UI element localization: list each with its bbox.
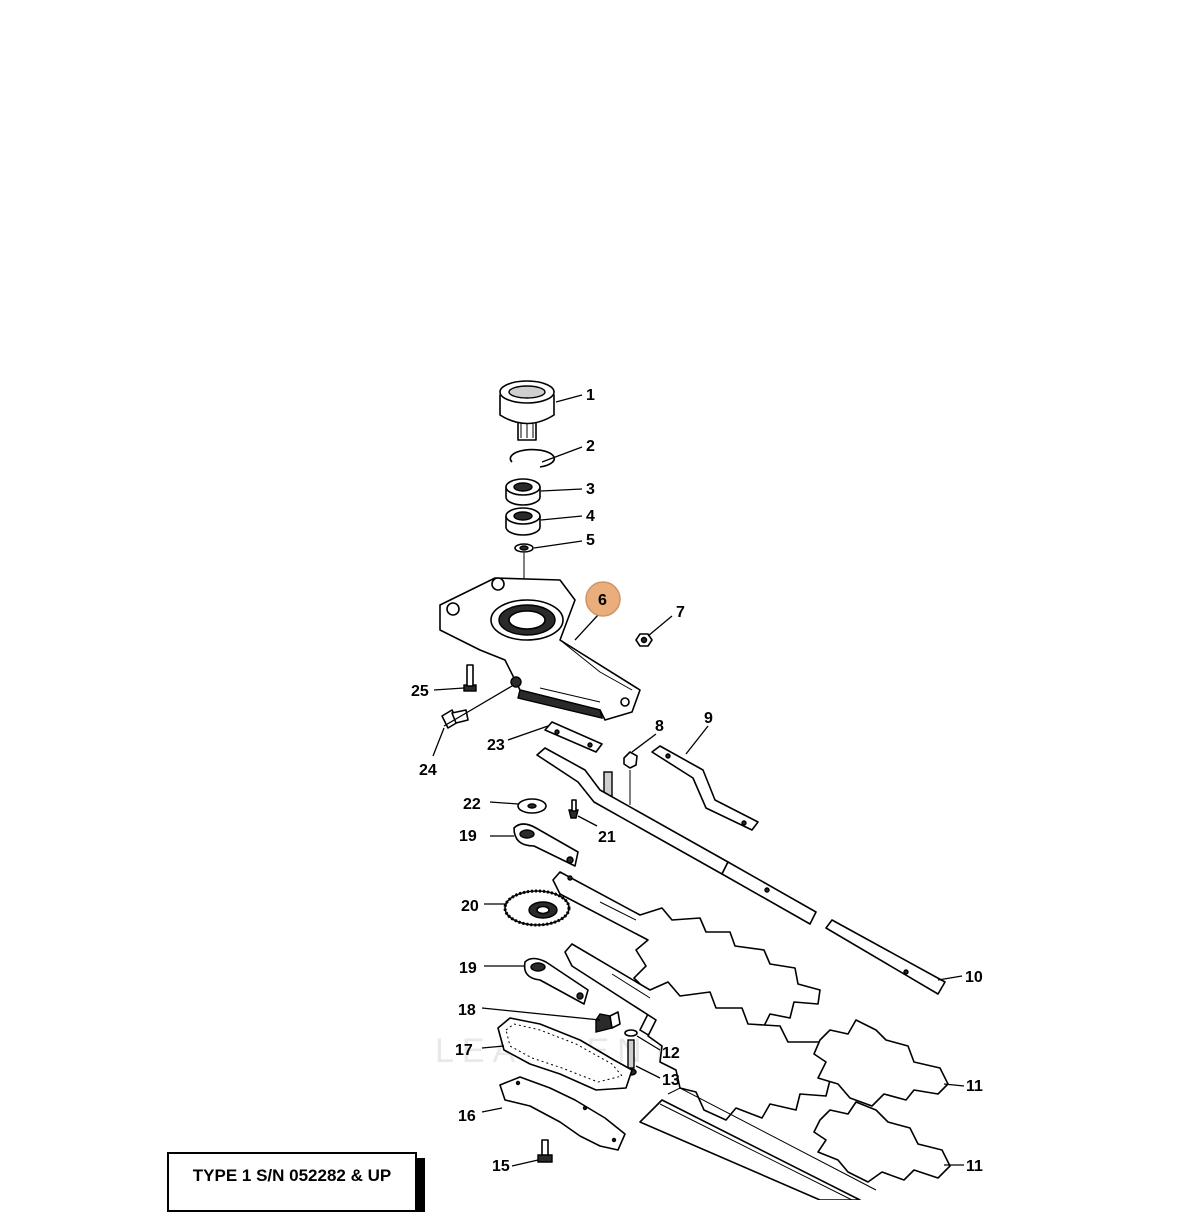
part-7-nut[interactable]: [635, 633, 653, 647]
callout-11-lower[interactable]: 11: [966, 1158, 983, 1175]
callout-15[interactable]: 15: [492, 1158, 510, 1175]
part-3-bearing[interactable]: [505, 478, 541, 506]
part-15-screw[interactable]: [537, 1139, 553, 1163]
part-1-pinion[interactable]: [499, 380, 555, 441]
callout-7[interactable]: 7: [676, 604, 685, 621]
callout-6[interactable]: 6: [598, 592, 607, 609]
callout-11-upper[interactable]: 11: [966, 1078, 983, 1095]
callout-16[interactable]: 16: [458, 1108, 476, 1125]
callout-2[interactable]: 2: [586, 438, 595, 455]
part-11-blade-lower[interactable]: [813, 1101, 951, 1183]
part-23-plate[interactable]: [544, 721, 603, 753]
part-2-circlip[interactable]: [509, 448, 556, 468]
part-5-washer[interactable]: [514, 543, 534, 553]
callout-3[interactable]: 3: [586, 481, 595, 498]
part-9-bracket[interactable]: [651, 745, 759, 831]
callout-20[interactable]: 20: [461, 898, 479, 915]
callout-13[interactable]: 13: [662, 1072, 680, 1089]
part-17-gasket[interactable]: [497, 1017, 633, 1091]
callout-19-upper[interactable]: 19: [459, 828, 477, 845]
part-8-nut-stud[interactable]: [603, 751, 638, 805]
part-11-blade-upper[interactable]: [813, 1019, 949, 1107]
blade-guard[interactable]: [639, 1087, 877, 1200]
callout-9[interactable]: 9: [704, 710, 713, 727]
lower-blade[interactable]: [564, 943, 853, 1121]
part-20-gear[interactable]: [503, 889, 571, 927]
callout-17[interactable]: 17: [455, 1042, 473, 1059]
part-22-washer[interactable]: [517, 798, 547, 814]
part-10-bar[interactable]: [825, 919, 946, 995]
callout-24[interactable]: 24: [419, 762, 437, 779]
part-21-screw[interactable]: [568, 799, 579, 819]
part-25-screw[interactable]: [463, 664, 477, 692]
type-serial-label: TYPE 1 S/N 052282 & UP: [192, 1166, 392, 1185]
callout-23[interactable]: 23: [487, 737, 505, 754]
callout-5[interactable]: 5: [586, 532, 595, 549]
callout-21[interactable]: 21: [598, 829, 616, 846]
leader-lines: [432, 394, 965, 1167]
callout-4[interactable]: 4: [586, 508, 595, 525]
part-4-bearing[interactable]: [505, 507, 541, 536]
part-19-connecting-rod-lower[interactable]: [523, 957, 589, 1005]
callout-12[interactable]: 12: [662, 1045, 680, 1062]
support-bar-upper[interactable]: [536, 747, 817, 925]
part-18-clip[interactable]: [595, 1011, 621, 1033]
callout-19-lower[interactable]: 19: [459, 960, 477, 977]
callout-1[interactable]: 1: [586, 387, 595, 404]
part-12-washer[interactable]: [624, 1029, 638, 1037]
callout-18[interactable]: 18: [458, 1002, 476, 1019]
callout-25[interactable]: 25: [411, 683, 429, 700]
type-serial-box: TYPE 1 S/N 052282 & UP: [167, 1152, 417, 1212]
highlight-circle-part-6: [585, 581, 621, 617]
part-19-connecting-rod-upper[interactable]: [513, 823, 579, 867]
callout-8[interactable]: 8: [655, 718, 664, 735]
part-16-cover[interactable]: [499, 1076, 626, 1151]
part-6-gear-housing[interactable]: [439, 577, 641, 721]
callout-10[interactable]: 10: [965, 969, 983, 986]
callout-22[interactable]: 22: [463, 796, 481, 813]
